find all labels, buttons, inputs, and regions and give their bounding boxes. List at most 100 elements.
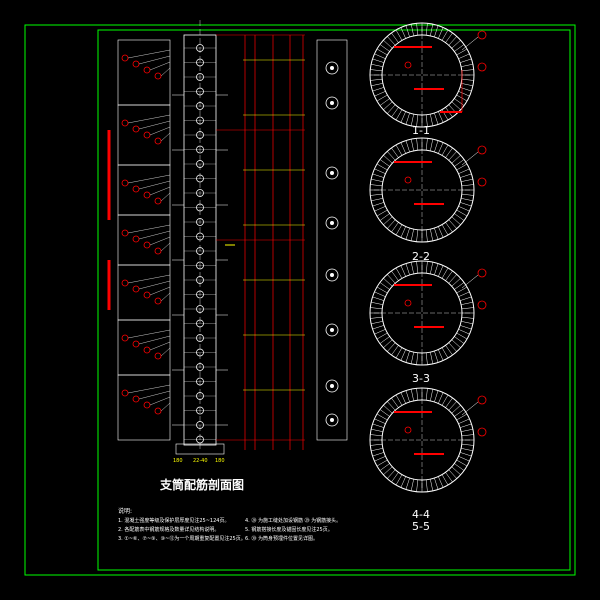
ring-hatch (451, 155, 461, 164)
inner-frame (97, 29, 571, 571)
ring-hatch (458, 206, 470, 212)
ring-hatch (434, 350, 439, 363)
notes-heading: 说明: (118, 508, 133, 515)
ring-hatch (416, 388, 419, 401)
ring-hatch (461, 178, 473, 182)
ring-hatch (383, 466, 393, 475)
ring-hatch (372, 296, 385, 301)
ring-hatch (448, 151, 457, 161)
ring-hatch (430, 479, 434, 491)
ring-hatch (454, 44, 465, 52)
ring-mark (404, 299, 412, 307)
ring-hatch (371, 83, 383, 87)
ring-hatch (459, 296, 472, 301)
ring-hatch (370, 316, 383, 319)
schedule-box (117, 374, 171, 441)
ring-hatch (458, 53, 470, 59)
ring-hatch (445, 32, 453, 43)
ring-hatch (458, 291, 470, 297)
ring-sections (369, 22, 487, 493)
ring-hatch (383, 216, 393, 225)
leader-line (138, 280, 171, 290)
ring-hatch (456, 286, 468, 294)
ring-hatch (374, 291, 386, 297)
ring-hatch (459, 423, 472, 428)
rebar-mark (154, 352, 162, 360)
ring-hatch (387, 219, 396, 229)
leader-line (160, 402, 171, 412)
ring-hatch (370, 443, 383, 446)
ring-hatch (400, 111, 406, 123)
ring-hatch (461, 69, 474, 72)
ring-hatch (379, 409, 390, 417)
ring-callout (477, 268, 487, 278)
section-label-2-2: 2-2 (412, 250, 430, 263)
ring-hatch (370, 193, 383, 196)
ring-hatch (371, 321, 383, 325)
ring-hatch (416, 138, 419, 151)
ring-hatch (454, 463, 465, 471)
ring-callout (477, 300, 487, 310)
ring-hatch (425, 114, 428, 127)
ring-hatch (438, 111, 444, 123)
leader-line (138, 390, 171, 400)
ring-hatch (430, 24, 434, 36)
ring-hatch (451, 405, 461, 414)
detail-symbol-column (316, 39, 348, 441)
ring-hatch (454, 336, 465, 344)
ring-hatch (430, 262, 434, 274)
ring-hatch (376, 286, 388, 294)
ring-hatch (374, 91, 386, 97)
ring-hatch (395, 109, 403, 121)
ring-hatch (395, 394, 403, 406)
rebar-mark (154, 297, 162, 305)
ring-hatch (425, 138, 428, 151)
ring-hatch (434, 140, 439, 153)
ring-hatch (441, 267, 449, 279)
ring-hatch (416, 114, 419, 127)
rebar-mark (132, 185, 140, 193)
rebar-mark (121, 119, 129, 127)
ring-hatch (461, 316, 474, 319)
ring-hatch (430, 139, 434, 151)
ring-hatch (405, 477, 410, 490)
ring-hatch (379, 463, 390, 471)
leader-line (127, 384, 171, 394)
ring-hatch (445, 472, 453, 483)
ring-hatch (434, 477, 439, 490)
leader-line (149, 341, 171, 351)
ring-hatch (438, 392, 444, 404)
drawing-title: 支筒配筋剖面图 (160, 478, 245, 492)
ring-hatch (441, 474, 449, 486)
ring-hatch (391, 345, 399, 356)
ring-hatch (458, 168, 470, 174)
rebar-mark (154, 137, 162, 145)
ring-hatch (387, 469, 396, 479)
ring-hatch (461, 448, 473, 452)
ring-hatch (448, 219, 457, 229)
rebar-mark (121, 54, 129, 62)
ring-leader (461, 36, 479, 51)
ring-hatch (441, 224, 449, 236)
rebar-mark (121, 334, 129, 342)
section-label-5-5: 5-5 (412, 520, 430, 533)
ring-hatch (391, 397, 399, 408)
ring-hatch (441, 347, 449, 359)
ring-hatch (405, 140, 410, 153)
leader-line (138, 180, 171, 190)
outer-frame (24, 24, 576, 576)
ring-hatch (372, 423, 385, 428)
section-label-3-3: 3-3 (412, 372, 430, 385)
ring-hatch (430, 114, 434, 126)
ring-hatch (461, 307, 474, 310)
ring-hatch (400, 392, 406, 404)
ring-hatch (383, 155, 393, 164)
ring-hatch (445, 222, 453, 233)
ring-hatch (400, 265, 406, 277)
rebar-mark (143, 131, 151, 139)
ring-hatch (387, 401, 396, 411)
ring-hatch (425, 479, 428, 492)
note-1: 1. 混凝土强度等级及保护层厚度见注25~124页。 (118, 518, 230, 524)
ring-hatch (410, 479, 414, 491)
detail-symbol (325, 323, 339, 337)
